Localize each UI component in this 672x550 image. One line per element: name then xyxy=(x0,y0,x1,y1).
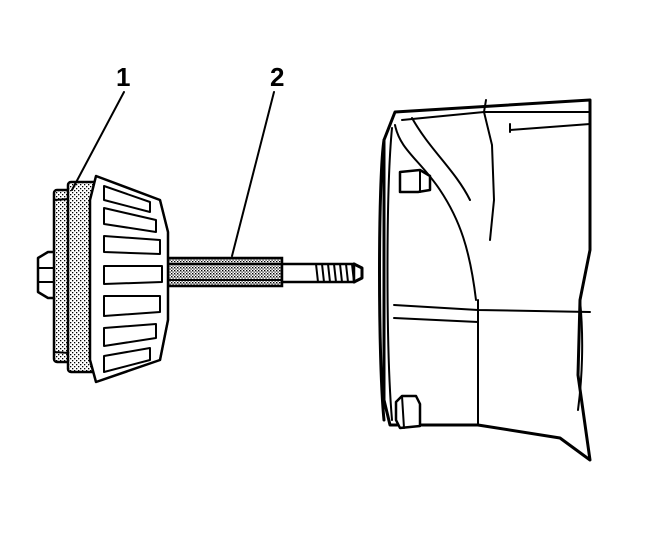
bearing-rollers xyxy=(103,185,163,373)
housing xyxy=(378,98,592,462)
callout-2-label: 2 xyxy=(270,62,284,92)
callout-1: 1 xyxy=(71,62,130,191)
shaft-threads xyxy=(315,263,355,283)
shaft xyxy=(162,256,364,288)
callout-1-label: 1 xyxy=(116,62,130,92)
bearing-tool xyxy=(36,174,170,384)
callout-2: 2 xyxy=(231,62,284,257)
